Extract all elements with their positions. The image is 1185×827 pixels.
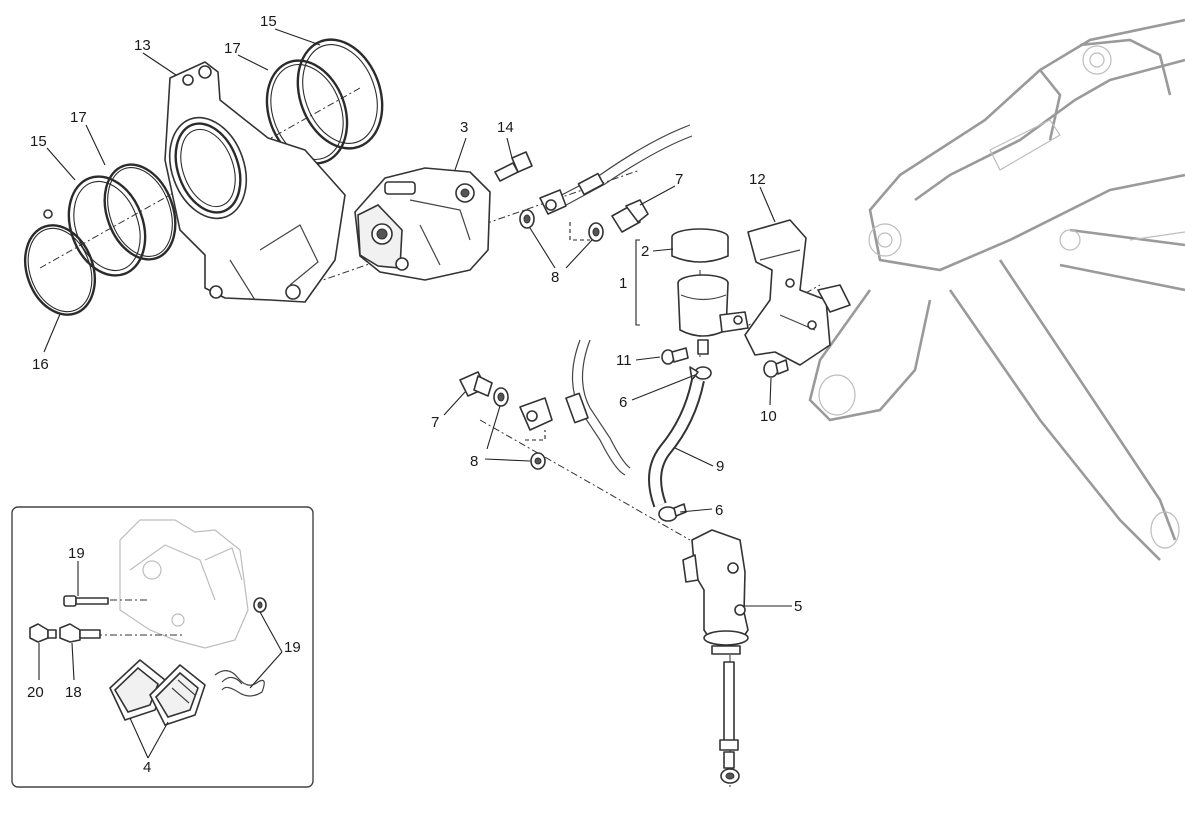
callout-7a: 7 (675, 171, 683, 188)
hose-clamp-6-upper (689, 366, 712, 381)
caliper-bracket-13 (164, 61, 346, 303)
callout-20: 20 (27, 684, 44, 701)
seal-15-top (296, 38, 384, 150)
bolt-14 (494, 151, 533, 182)
screw-11 (661, 347, 689, 365)
callout-15b: 15 (30, 133, 47, 150)
callout-13: 13 (134, 37, 151, 54)
callout-6a: 6 (619, 394, 627, 411)
fluid-reservoir-1 (677, 274, 749, 355)
leader-lines (38, 28, 792, 759)
callout-19b: 19 (284, 639, 301, 656)
pin-19-right (253, 597, 267, 613)
callout-18: 18 (65, 684, 82, 701)
hose-clamp-6-lower (658, 503, 687, 522)
washer-8-upper-b (588, 222, 604, 242)
callout-8a: 8 (551, 269, 559, 286)
banjo-bolt-7-lower (459, 371, 493, 397)
callout-17a: 17 (224, 40, 241, 57)
fluid-hose-9 (648, 378, 705, 508)
callout-14: 14 (497, 119, 514, 136)
brake-caliper-3 (354, 167, 491, 281)
screw-10 (763, 359, 789, 378)
callout-17b: 17 (70, 109, 87, 126)
seal-15-left (67, 175, 147, 277)
o-ring-17-left (103, 163, 177, 261)
banjo-bolt-7-upper (611, 199, 649, 233)
brake-hose-upper (539, 124, 693, 215)
callout-1: 1 (619, 275, 627, 292)
callout-19a: 19 (68, 545, 85, 562)
callout-15a: 15 (260, 13, 277, 30)
callout-5: 5 (794, 598, 802, 615)
callout-7b: 7 (431, 414, 439, 431)
dash-bracket-lower (525, 430, 546, 441)
mounting-bracket-12 (744, 219, 851, 366)
pad-spring (214, 670, 265, 697)
callout-16: 16 (32, 356, 49, 373)
callout-8b: 8 (470, 453, 478, 470)
callout-4: 4 (143, 759, 151, 776)
callout-3: 3 (460, 119, 468, 136)
bleed-screw-18 (59, 623, 101, 643)
callout-9: 9 (716, 458, 724, 475)
washer-8-lower-b (530, 452, 546, 470)
reservoir-cap-2 (671, 228, 729, 263)
master-cylinder-5 (682, 529, 749, 655)
washer-8-upper-a (519, 209, 535, 229)
brake-hose-lower (519, 339, 631, 476)
axis-lower-line (479, 419, 691, 541)
inset-detail-box (11, 506, 314, 788)
o-ring-17-top (265, 59, 349, 165)
bleeder-20 (29, 623, 57, 643)
callout-6b: 6 (715, 502, 723, 519)
callout-12: 12 (749, 171, 766, 188)
dash-bracket-upper (569, 222, 590, 241)
pushrod (719, 661, 740, 784)
washer-8-lower-a (493, 387, 509, 407)
bracket-1 (635, 239, 640, 326)
callout-11: 11 (616, 352, 632, 369)
callout-labels: 1 2 3 4 5 6 6 7 7 8 8 9 10 11 12 13 14 1… (27, 13, 802, 776)
callout-10: 10 (760, 408, 777, 425)
brake-pads-4 (109, 659, 206, 726)
motorcycle-frame (808, 18, 1185, 561)
pin-19 (63, 595, 109, 607)
callout-2: 2 (641, 243, 649, 260)
